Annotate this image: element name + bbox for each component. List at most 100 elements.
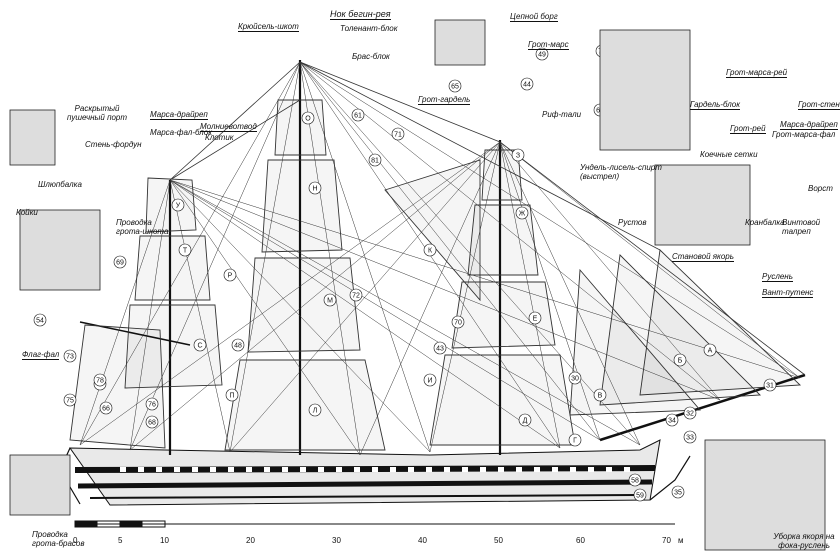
callout-number: 72 bbox=[352, 293, 360, 300]
callout-circle bbox=[628, 473, 642, 487]
label-bras-blok: Брас-блок bbox=[352, 52, 390, 61]
callout-circle bbox=[391, 127, 405, 141]
callout-circle bbox=[63, 393, 77, 407]
callout-number: 75 bbox=[66, 398, 74, 405]
sail-letter: С bbox=[197, 343, 202, 350]
label-uborka-yakorya: Уборка якоря на фока-руслень bbox=[773, 532, 835, 550]
rigging-line bbox=[499, 141, 801, 379]
rigging-line bbox=[229, 61, 301, 453]
number-callouts: 7161817270483132333435585973757678666968… bbox=[33, 44, 777, 502]
callout-circle bbox=[33, 313, 47, 327]
gun-port bbox=[120, 467, 126, 472]
sail-letter-circle bbox=[515, 206, 529, 220]
callout-circle bbox=[568, 371, 582, 385]
sail-letter: К bbox=[428, 248, 433, 255]
label-grot-stenga: Грот-стеньга bbox=[798, 100, 840, 110]
sail-letter-circle bbox=[423, 243, 437, 257]
masts bbox=[168, 60, 502, 455]
stay-line bbox=[299, 61, 661, 251]
callout-circle bbox=[448, 79, 462, 93]
sail-letter-circle bbox=[223, 268, 237, 282]
label-raskrytyy-port: Раскрытый пушечный порт bbox=[66, 104, 128, 122]
inset-brace-lead bbox=[9, 454, 71, 516]
inset-anchor bbox=[654, 164, 751, 246]
callout-number: 61 bbox=[354, 113, 362, 120]
detail-insets bbox=[9, 19, 826, 551]
scale-tick-30: 30 bbox=[332, 536, 341, 545]
sail-letter: Н bbox=[312, 186, 317, 193]
sail-letter: Д bbox=[523, 418, 528, 425]
sail-letter-circle bbox=[518, 413, 532, 427]
sail-letter: У bbox=[176, 203, 181, 210]
callout-circle bbox=[671, 485, 685, 499]
rigging-line bbox=[429, 141, 501, 453]
callout-number: 48 bbox=[234, 343, 242, 350]
sail-letter-circle bbox=[423, 373, 437, 387]
gun-port bbox=[444, 467, 450, 472]
sail-letter-markers: ОНМЛКИЗЖЕДГВБАУТСРПФ bbox=[93, 111, 717, 447]
label-koechnye-setki: Коечные сетки bbox=[700, 150, 758, 159]
stay-line bbox=[169, 99, 301, 181]
label-nok-begin-reya: Нок бегин-рея bbox=[330, 9, 391, 20]
scale-unit: м bbox=[678, 536, 684, 545]
gun-port bbox=[138, 467, 144, 472]
rigging-line bbox=[299, 61, 721, 401]
label-marsa-drayrep-r: Марса-драйреп bbox=[780, 120, 838, 130]
gun-port bbox=[372, 467, 378, 472]
scale-tick-20: 20 bbox=[246, 536, 255, 545]
inset-gun-port bbox=[9, 109, 56, 166]
callout-circle bbox=[99, 401, 113, 415]
hull bbox=[59, 439, 691, 506]
sail-letter: А bbox=[708, 348, 713, 355]
sail-letter: Л bbox=[313, 408, 318, 415]
rigging-line bbox=[499, 141, 561, 449]
label-klotik: Клотик bbox=[205, 133, 234, 142]
label-provodka-grota-brasov: Проводка грота-брасов bbox=[32, 530, 85, 548]
rigging-line bbox=[169, 179, 561, 449]
callout-number: 71 bbox=[394, 132, 402, 139]
sail-letter: Ж bbox=[519, 211, 526, 218]
gun-port bbox=[480, 467, 486, 472]
callout-number: 69 bbox=[116, 260, 124, 267]
rigging-line bbox=[79, 141, 501, 446]
label-tolenant-blok: Толенант-блок bbox=[340, 24, 398, 33]
sail-letter-circle bbox=[301, 111, 315, 125]
callout-number: 65 bbox=[451, 84, 459, 91]
scale-tick-5: 5 bbox=[118, 536, 123, 545]
gun-port bbox=[156, 467, 162, 472]
label-tsepnoy-borg: Цепной борг bbox=[510, 12, 558, 22]
callout-number: 35 bbox=[674, 490, 682, 497]
gun-ports bbox=[120, 467, 630, 472]
sails bbox=[69, 99, 802, 451]
rigging-line bbox=[299, 61, 641, 446]
sail-letter-circle bbox=[511, 148, 525, 162]
callout-number: 44 bbox=[523, 82, 531, 89]
label-vintovoy-talrep: Винтовой талреп bbox=[782, 218, 821, 236]
sail-letter-circle bbox=[703, 343, 717, 357]
rigging-line bbox=[299, 61, 801, 379]
label-kryuysel-shkot: Крюйсель-шкот bbox=[238, 22, 299, 32]
label-grot-mars: Грот-марс bbox=[528, 40, 569, 50]
sail-letter: З bbox=[516, 153, 520, 160]
callout-circle bbox=[93, 373, 107, 387]
inset-chain-sling bbox=[434, 19, 486, 66]
callout-circle bbox=[683, 430, 697, 444]
sail-letter: Р bbox=[228, 273, 233, 280]
gun-port bbox=[624, 467, 630, 472]
callout-number: 59 bbox=[636, 493, 644, 500]
callout-number: 66 bbox=[102, 406, 110, 413]
callout-number: 70 bbox=[454, 320, 462, 327]
label-vorst: Ворст bbox=[808, 184, 833, 193]
callout-number: 31 bbox=[766, 383, 774, 390]
rigging-line bbox=[79, 179, 171, 446]
label-stanovoy-yakor: Становой якорь bbox=[672, 252, 734, 262]
callout-number: 76 bbox=[148, 402, 156, 409]
gun-port bbox=[390, 467, 396, 472]
label-grot-gardel: Грот-гардель bbox=[418, 95, 471, 105]
label-undel-lisel-spirt: Ундель-лисель-спирт (выстрел) bbox=[580, 163, 662, 181]
label-grot-marsa-rey: Грот-марса-рей bbox=[726, 68, 788, 78]
rigging-line bbox=[299, 61, 361, 456]
callout-circle bbox=[633, 488, 647, 502]
sail-letter: О bbox=[305, 116, 311, 123]
